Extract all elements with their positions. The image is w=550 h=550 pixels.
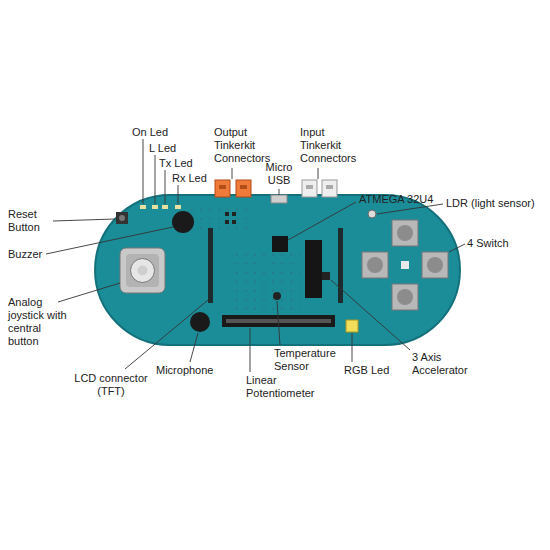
part-label: RGB Led [344, 364, 404, 377]
part-label: Analog joystick with central button [8, 296, 72, 348]
part-label: Temperature Sensor [274, 347, 346, 373]
leader-lines [46, 139, 465, 372]
reset-button [116, 212, 128, 224]
part-label: Micro USB [261, 161, 297, 187]
micro-usb [271, 195, 287, 203]
component-dots [190, 205, 250, 235]
lcd-header [208, 228, 213, 303]
part-label: On Led [132, 126, 182, 139]
part-label: Output Tinkerkit Connectors [214, 126, 274, 165]
part-label: Reset Button [8, 208, 50, 234]
lcd-header [338, 228, 343, 303]
part-label: 3 Axis Accelerator [412, 351, 476, 377]
microphone [190, 312, 210, 332]
part-label: Linear Potentiometer [246, 374, 322, 400]
rgb-led [346, 320, 358, 332]
joystick [120, 248, 165, 293]
status-leds [140, 205, 181, 209]
accelerometer-chip [322, 272, 330, 280]
part-label: LCD connector (TFT) [70, 372, 152, 398]
part-label: LDR (light sensor) [446, 197, 546, 210]
part-label: 4 Switch [467, 237, 537, 250]
icsp-header [225, 212, 236, 224]
ic-chip [305, 240, 322, 298]
part-label: L Led [149, 142, 189, 155]
temperature-sensor [273, 292, 281, 300]
ldr [368, 210, 376, 218]
part-label: Microphone [156, 364, 226, 377]
part-label: Buzzer [8, 248, 68, 261]
part-label: Tx Led [159, 157, 199, 170]
component-dots [230, 250, 300, 310]
output-connectors [215, 180, 251, 197]
part-label: Rx Led [172, 172, 212, 185]
part-label: ATMEGA 32U4 [359, 193, 459, 206]
board-outline [95, 195, 460, 345]
four-switches [362, 220, 448, 310]
part-label: Input Tinkerkit Connectors [300, 126, 360, 165]
atmega-chip [272, 236, 288, 252]
input-connectors [302, 180, 337, 197]
buzzer [172, 211, 194, 233]
